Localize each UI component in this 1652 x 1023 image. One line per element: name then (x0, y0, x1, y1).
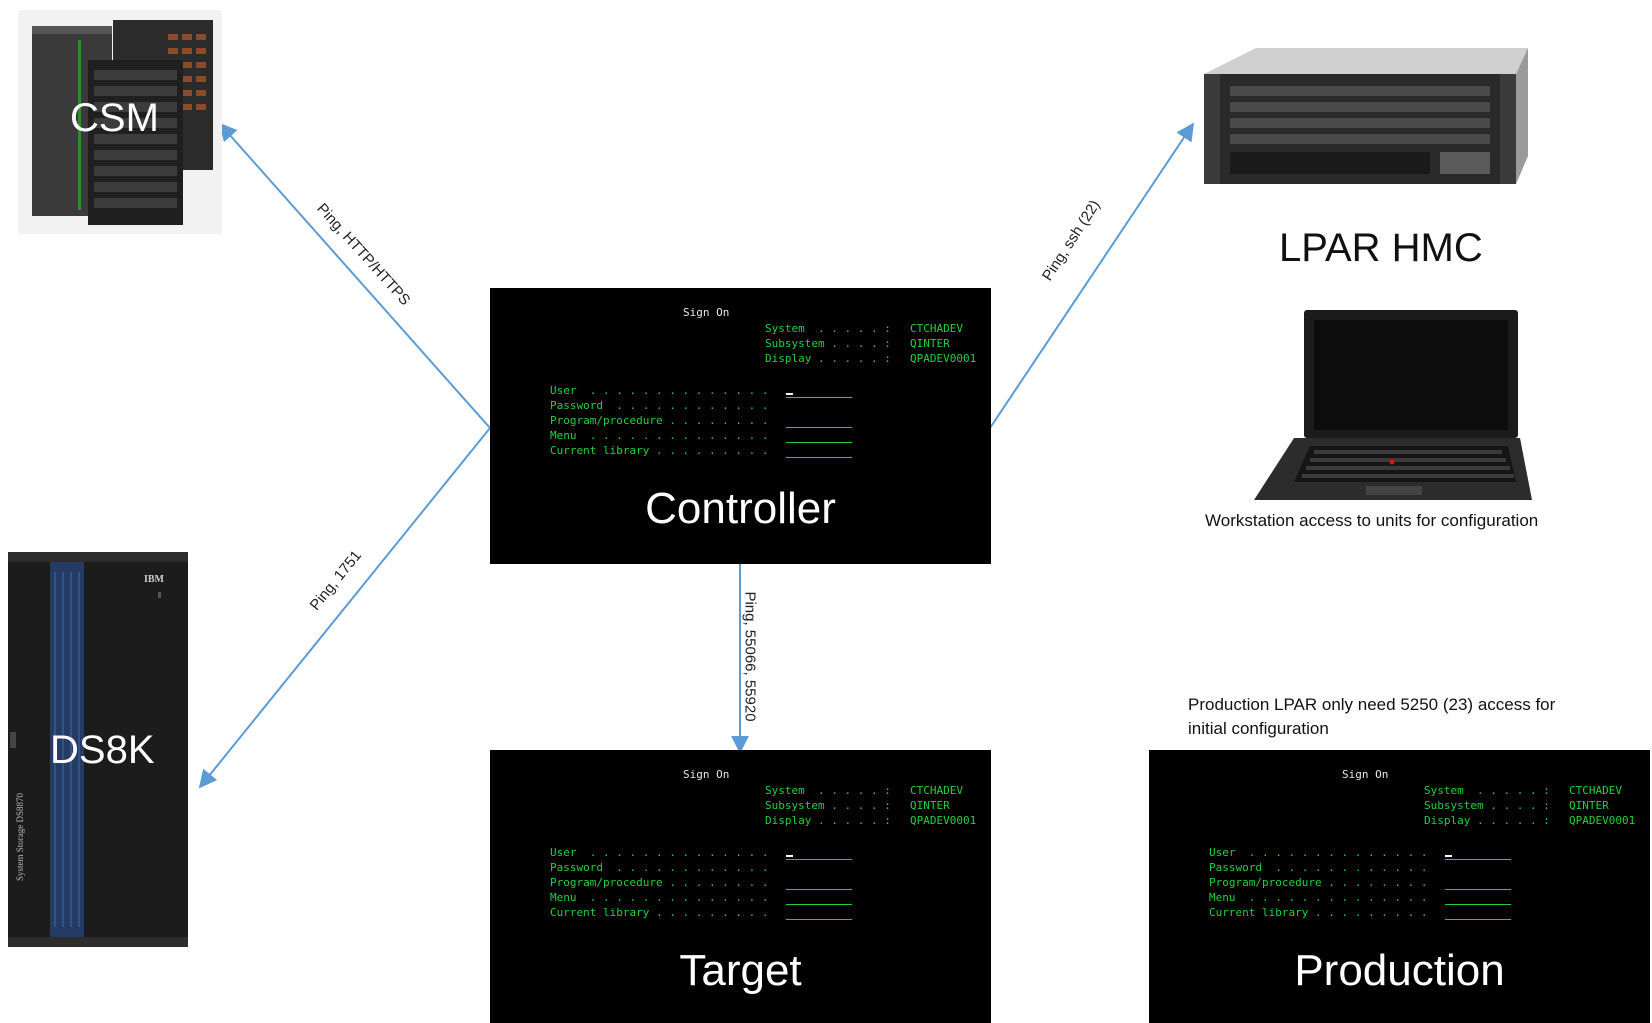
display-row: Display . . . . . :QPADEV0001 (765, 352, 977, 365)
controller-terminal: Sign On System . . . . . :CTCHADEV Subsy… (490, 288, 991, 564)
user-field-row: User . . . . . . . . . . . . . . (550, 845, 852, 860)
server-rack-icon (18, 10, 222, 234)
password-field-row: Password . . . . . . . . . . . . (1209, 861, 1428, 874)
workstation-node (1254, 310, 1532, 506)
controller-label: Controller (645, 484, 836, 533)
program-field-row: Program/procedure . . . . . . . . (550, 413, 852, 428)
menu-field-row: Menu . . . . . . . . . . . . . . (550, 428, 852, 443)
link-controller-ds8k (198, 427, 491, 789)
display-row: Display . . . . . :QPADEV0001 (1424, 814, 1636, 827)
production-note-line2: initial configuration (1188, 719, 1329, 738)
ds8k-label: DS8K (50, 728, 155, 772)
program-input[interactable] (786, 878, 852, 890)
library-field-row: Current library . . . . . . . . . (550, 443, 852, 458)
system-row: System . . . . . :CTCHADEV (765, 322, 963, 335)
password-field-row: Password . . . . . . . . . . . . (550, 861, 769, 874)
program-field-row: Program/procedure . . . . . . . . (1209, 875, 1511, 890)
program-field-row: Program/procedure . . . . . . . . (550, 875, 852, 890)
program-input[interactable] (786, 416, 852, 428)
system-row: System . . . . . :CTCHADEV (1424, 784, 1622, 797)
user-field-row: User . . . . . . . . . . . . . . (1209, 845, 1511, 860)
user-input[interactable] (786, 386, 852, 398)
production-label: Production (1294, 946, 1505, 995)
cursor (786, 393, 793, 395)
production-terminal: Sign On System . . . . . :CTCHADEV Subsy… (1149, 750, 1650, 1023)
subsystem-row: Subsystem . . . . :QINTER (765, 799, 950, 812)
target-terminal: Sign On System . . . . . :CTCHADEV Subsy… (490, 750, 991, 1023)
library-input[interactable] (786, 908, 852, 920)
workstation-caption: Workstation access to units for configur… (1205, 511, 1539, 530)
link-controller-csm (218, 122, 491, 429)
library-input[interactable] (786, 446, 852, 458)
library-input[interactable] (1445, 908, 1511, 920)
csm-label: CSM (70, 96, 159, 140)
sign-on-title: Sign On (1342, 768, 1389, 781)
menu-field-row: Menu . . . . . . . . . . . . . . (550, 890, 852, 905)
hmc-node (1196, 44, 1528, 204)
program-input[interactable] (1445, 878, 1511, 890)
menu-field-row: Menu . . . . . . . . . . . . . . (1209, 890, 1511, 905)
storage-cabinet-icon (8, 552, 188, 947)
library-field-row: Current library . . . . . . . . . (1209, 905, 1511, 920)
production-note-line1: Production LPAR only need 5250 (23) acce… (1188, 695, 1556, 714)
system-info: System . . . . . :CTCHADEV Subsystem . .… (1424, 783, 1635, 828)
ds8k-side-text: System Storage DS8870 (15, 792, 26, 882)
sign-on-fields: User . . . . . . . . . . . . . . Passwor… (550, 383, 852, 458)
system-info: System . . . . . :CTCHADEV Subsystem . .… (765, 321, 976, 366)
link-label-target: Ping, 55066, 55920 (741, 591, 759, 722)
sign-on-fields: User . . . . . . . . . . . . . . Passwor… (1209, 845, 1511, 920)
sign-on-title: Sign On (683, 306, 730, 319)
cursor (786, 855, 793, 857)
system-row: System . . . . . :CTCHADEV (765, 784, 963, 797)
ds8k-node: IBM System Storage DS8870 DS8K (8, 552, 188, 947)
user-input[interactable] (1445, 848, 1511, 860)
menu-input[interactable] (786, 431, 852, 443)
subsystem-row: Subsystem . . . . :QINTER (1424, 799, 1609, 812)
ibm-logo: IBM (144, 574, 164, 585)
menu-input[interactable] (1445, 893, 1511, 905)
sign-on-title: Sign On (683, 768, 730, 781)
user-field-row: User . . . . . . . . . . . . . . (550, 383, 852, 398)
link-controller-hmc (989, 122, 1194, 429)
rack-server-icon (1204, 48, 1528, 184)
library-field-row: Current library . . . . . . . . . (550, 905, 852, 920)
system-info: System . . . . . :CTCHADEV Subsystem . .… (765, 783, 976, 828)
subsystem-row: Subsystem . . . . :QINTER (765, 337, 950, 350)
target-label: Target (679, 946, 802, 995)
hmc-label: LPAR HMC (1279, 226, 1483, 270)
laptop-icon (1254, 310, 1532, 500)
user-input[interactable] (786, 848, 852, 860)
csm-node: CSM (18, 10, 222, 234)
password-field-row: Password . . . . . . . . . . . . (550, 399, 769, 412)
cursor (1445, 855, 1452, 857)
sign-on-fields: User . . . . . . . . . . . . . . Passwor… (550, 845, 852, 920)
display-row: Display . . . . . :QPADEV0001 (765, 814, 977, 827)
menu-input[interactable] (786, 893, 852, 905)
